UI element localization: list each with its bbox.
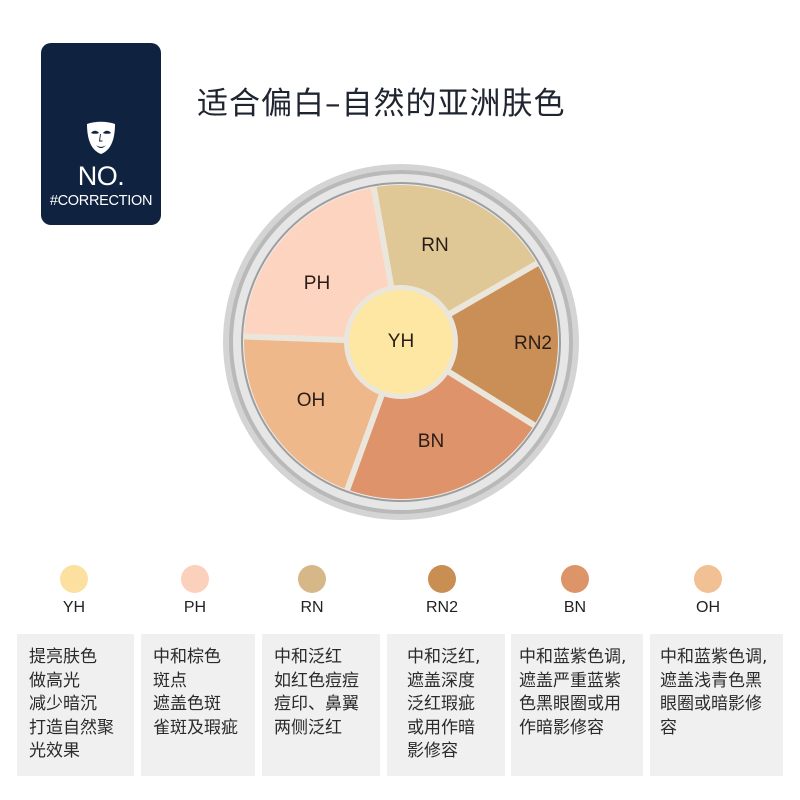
palette-segment-rn2 [401, 263, 558, 426]
swatch-yh: YH [34, 565, 114, 617]
description-ph: 中和棕色 斑点 遮盖色斑 雀斑及瑕疵 [141, 634, 255, 776]
description-bn: 中和蓝紫色调, 遮盖严重蓝紫 色黑眼圈或用 作暗影修容 [511, 634, 643, 776]
swatch-dot [298, 565, 326, 593]
palette-label: RN [421, 235, 448, 256]
description-line: 色黑眼圈或用 [519, 694, 621, 714]
description-line: 痘印、鼻翼 [274, 694, 359, 714]
description-rn2: 中和泛红, 遮盖深度 泛红瑕疵 或用作暗 影修容 [387, 634, 505, 776]
description-line: 中和泛红, [407, 647, 481, 667]
swatch-oh: OH [668, 565, 748, 617]
description-line: 两侧泛红 [274, 717, 342, 738]
swatch-dot [60, 565, 88, 593]
description-line: 如红色痘痘 [274, 670, 359, 691]
page-title: 适合偏白–自然的亚洲肤色 [197, 86, 566, 122]
description-line: 做高光 [29, 670, 80, 691]
description-line: 容 [660, 717, 677, 738]
description-line: 中和蓝紫色调, [660, 647, 768, 667]
description-line: 遮盖严重蓝紫 [519, 670, 621, 691]
brand-badge: NO. #CORRECTION [41, 43, 161, 225]
description-line: 斑点 [153, 670, 187, 691]
swatch-dot [694, 565, 722, 593]
swatch-code: YH [62, 599, 86, 616]
swatch-code: OH [696, 599, 720, 616]
shade-swatches: YH PH RN RN2 BN OH [0, 565, 800, 625]
description-line: 雀斑及瑕疵 [153, 717, 238, 738]
description-line: 中和棕色 [153, 647, 221, 667]
description-line: 眼圈或暗影修 [660, 694, 762, 714]
description-line: 减少暗沉 [29, 694, 97, 714]
swatch-code: RN [300, 599, 324, 616]
description-line: 遮盖浅青色黑 [660, 670, 762, 691]
swatch-dot [428, 565, 456, 593]
description-line: 中和蓝紫色调, [519, 647, 627, 667]
swatch-dot [181, 565, 209, 593]
description-oh: 中和蓝紫色调, 遮盖浅青色黑 眼圈或暗影修 容 [650, 634, 783, 776]
description-line: 影修容 [407, 741, 458, 761]
description-line: 中和泛红 [274, 647, 342, 667]
description-line: 或用作暗 [407, 717, 475, 738]
description-line: 提亮肤色 [29, 647, 97, 667]
swatch-rn2: RN2 [402, 565, 482, 617]
description-line: 打造自然聚 [29, 717, 114, 738]
description-yh: 提亮肤色 做高光 减少暗沉 打造自然聚 光效果 [17, 634, 134, 776]
description-line: 遮盖深度 [407, 670, 475, 691]
palette-label: PH [304, 273, 330, 294]
description-line: 遮盖色斑 [153, 694, 221, 714]
badge-tag: #CORRECTION [49, 193, 153, 209]
description-line: 作暗影修容 [519, 717, 604, 738]
swatch-bn: BN [535, 565, 615, 617]
palette-label: RN2 [514, 333, 552, 354]
swatch-rn: RN [272, 565, 352, 617]
palette-label: OH [297, 390, 326, 411]
swatch-ph: PH [155, 565, 235, 617]
swatch-code: PH [183, 599, 207, 616]
palette-center-yh [349, 290, 453, 394]
description-rn: 中和泛红 如红色痘痘 痘印、鼻翼 两侧泛红 [262, 634, 380, 776]
description-line: 泛红瑕疵 [407, 694, 475, 714]
swatch-code: BN [563, 599, 587, 616]
swatch-code: RN2 [425, 599, 458, 616]
theater-mask-icon [87, 121, 115, 154]
description-line: 光效果 [29, 741, 80, 761]
palette-label: YH [388, 331, 414, 352]
palette-label: BN [418, 431, 444, 452]
badge-title: NO. [77, 161, 125, 191]
swatch-dot [561, 565, 589, 593]
